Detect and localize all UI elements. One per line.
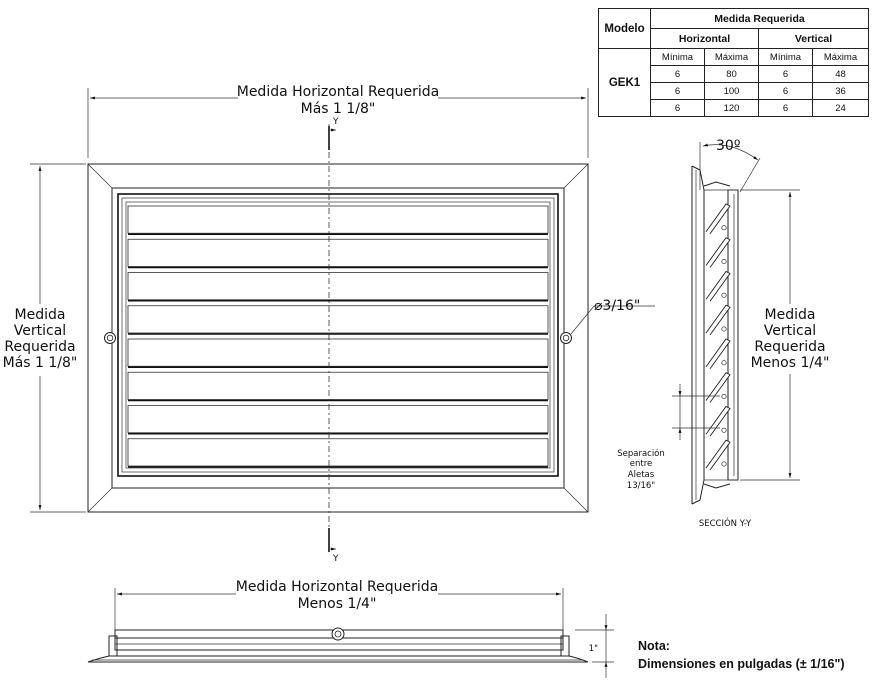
section-fin [705, 372, 731, 403]
louver-fin [127, 205, 549, 234]
gap-label-line1: Separación [617, 448, 665, 459]
table-row: 6 80 6 48 [599, 65, 869, 83]
table-cell: 6 [758, 65, 813, 83]
note-title: Nota: [638, 639, 670, 653]
front-left-dim-line3: Requerida [4, 339, 75, 355]
section-fin [705, 304, 731, 336]
side-dim-line2: Vertical [764, 323, 816, 339]
section-fin [705, 237, 731, 268]
model-cell: GEK1 [598, 48, 651, 117]
table-cell: 6 [650, 82, 705, 100]
section-fin [705, 338, 731, 370]
front-view: Medida Horizontal Requerida Más 1 1/8" M… [3, 84, 655, 564]
louver-fin [127, 405, 549, 434]
side-dim-line1: Medida [765, 307, 816, 323]
louver-fins [127, 205, 549, 468]
left-screw-hole [104, 332, 116, 344]
table-cell: 100 [704, 82, 759, 100]
side-dim-line4: Menos 1/4" [751, 355, 830, 371]
section-fin [705, 270, 731, 302]
gap-label-line4: 13/16" [627, 481, 655, 491]
right-screw-hole [560, 332, 572, 344]
table-cell: 6 [650, 65, 705, 83]
table-cell: 80 [704, 65, 759, 83]
max-header-h: Máxima [704, 48, 759, 66]
max-header-v: Máxima [812, 48, 869, 66]
section-fin [705, 203, 731, 235]
fin-angle-label: 30º [716, 138, 740, 154]
front-left-dim-line2: Vertical [14, 323, 66, 339]
bottom-view: Medida Horizontal Requerida Menos 1/4" 1… [87, 579, 614, 678]
table-cell: 6 [758, 82, 813, 100]
front-left-dim-line4: Más 1 1/8" [3, 355, 78, 371]
fin-pivot [721, 258, 727, 265]
bottom-dim-line2: Menos 1/4" [298, 596, 377, 612]
section-label: SECCIÓN Y-Y [699, 517, 752, 529]
horizontal-header: Horizontal [650, 28, 759, 49]
note-text: Dimensiones en pulgadas (± 1/16") [638, 657, 845, 671]
louver-fin [127, 338, 549, 367]
depth-label: 1" [589, 644, 598, 654]
fin-pivot [721, 360, 727, 366]
front-top-dim-line2: Más 1 1/8" [301, 101, 376, 117]
louver-fin [127, 305, 549, 334]
section-fin [705, 439, 731, 471]
fin-pivot [721, 393, 727, 400]
louver-fin [127, 438, 549, 467]
min-header-v: Mínima [758, 48, 813, 66]
fin-pivot [721, 427, 727, 433]
bottom-dim-line1: Medida Horizontal Requerida [236, 579, 439, 595]
table-cell: 6 [758, 99, 813, 117]
front-top-dim-line1: Medida Horizontal Requerida [237, 84, 440, 100]
group-header: Medida Requerida [650, 8, 869, 29]
table-cell: 120 [704, 99, 759, 117]
table-cell: 48 [812, 65, 869, 83]
side-dim-line3: Requerida [754, 339, 825, 355]
fin-pivot [721, 461, 727, 467]
axis-top-label: Y [332, 117, 339, 127]
fin-pivot [721, 225, 727, 231]
vertical-header: Vertical [758, 28, 869, 49]
table-row: 6 100 6 36 [599, 82, 869, 100]
table-cell: 36 [812, 82, 869, 100]
min-header-h: Mínima [650, 48, 705, 66]
front-left-dim-line1: Medida [15, 307, 66, 323]
side-section-view: 30º Medida Vertical Requerida Menos 1/4"… [617, 138, 829, 529]
louver-fin [127, 371, 549, 400]
table-cell: 6 [650, 99, 705, 117]
fin-pivot [721, 326, 727, 332]
gap-label-line2: entre [630, 459, 653, 469]
gap-label-line3: Aletas [628, 470, 655, 480]
table-row: 6 120 6 24 [599, 99, 869, 117]
section-fins [705, 203, 731, 471]
table-cell: 24 [812, 99, 869, 117]
louver-fin [127, 238, 549, 267]
louver-fin [127, 272, 549, 301]
fin-pivot [721, 292, 727, 298]
spec-table: Modelo Medida Requerida Horizontal Verti… [598, 8, 869, 117]
hole-diameter-label: ⌀3/16" [594, 298, 640, 314]
model-header: Modelo [598, 8, 651, 49]
axis-bottom-label: Y [332, 554, 339, 564]
section-fin [705, 405, 731, 437]
note: Nota: Dimensiones en pulgadas (± 1/16") [638, 637, 845, 673]
